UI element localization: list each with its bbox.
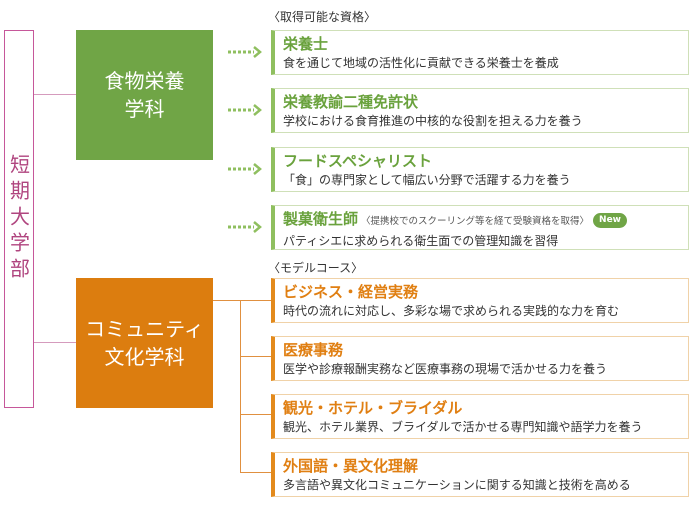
root-connector-food — [34, 94, 76, 95]
food-section-heading: 〈取得可能な資格〉 — [268, 10, 377, 24]
card-title: 医療事務 — [283, 341, 344, 359]
card-title: 観光・ホテル・ブライダル — [283, 399, 463, 417]
course-card-medical-office: 医療事務 医学や診療報酬実務など医療事務の現場で活かせる力を養う — [271, 336, 689, 381]
card-title: 栄養士 — [283, 35, 329, 53]
card-description: 「食」の専門家として幅広い分野で活躍する力を養う — [283, 173, 571, 187]
card-title-row: 製菓衛生師〈提携校でのスクーリング等を経て受験資格を取得〉New — [283, 209, 688, 232]
dept-food-label-line2: 学科 — [124, 97, 165, 121]
card-title: フードスペシャリスト — [283, 152, 432, 170]
card-description: 食を通じて地域の活性化に貢献できる栄養士を養成 — [283, 56, 559, 70]
arrow-icon — [228, 104, 262, 116]
card-description: 医学や診療報酬実務など医療事務の現場で活かせる力を養う — [283, 362, 608, 376]
dept-community-culture: コミュニティ 文化学科 — [76, 278, 213, 408]
junior-college-label: 短期大学部 — [6, 154, 31, 284]
dept-comm-label-line2: 文化学科 — [104, 345, 185, 369]
course-connector — [213, 300, 271, 301]
card-title: 栄養教諭二種免許状 — [283, 93, 419, 111]
dept-food-label-line1: 食物栄養 — [104, 69, 185, 93]
card-title: 製菓衛生師 — [283, 210, 359, 228]
card-description: 学校における食育推進の中核的な役割を担える力を養う — [283, 114, 583, 128]
card-description: パティシエに求められる衛生面での管理知識を習得 — [283, 234, 559, 248]
root-connector-community — [34, 342, 76, 343]
course-card-business: ビジネス・経営実務 時代の流れに対応し、多彩な場で求められる実践的な力を育む — [271, 278, 689, 323]
qualification-card-confectionery: 製菓衛生師〈提携校でのスクーリング等を経て受験資格を取得〉New パティシエに求… — [271, 205, 689, 250]
qualification-card-nutrition-teacher: 栄養教諭二種免許状 学校における食育推進の中核的な役割を担える力を養う — [271, 88, 689, 133]
dept-comm-label-line1: コミュニティ — [85, 317, 204, 341]
qualification-card-food-specialist: フードスペシャリスト 「食」の専門家として幅広い分野で活躍する力を養う — [271, 147, 689, 192]
card-title: ビジネス・経営実務 — [283, 283, 419, 301]
arrow-icon — [228, 46, 262, 58]
dept-food-nutrition: 食物栄養 学科 — [76, 30, 213, 160]
course-card-foreign-language: 外国語・異文化理解 多言語や異文化コミュニケーションに関する知識と技術を高める — [271, 452, 689, 497]
course-connector — [240, 472, 271, 473]
arrow-icon — [228, 163, 262, 175]
course-connector — [240, 356, 271, 357]
arrow-icon — [228, 221, 262, 233]
course-connector — [240, 414, 271, 415]
course-card-tourism: 観光・ホテル・ブライダル 観光、ホテル業界、ブライダルで活かせる専門知識や語学力… — [271, 394, 689, 439]
new-badge: New — [593, 213, 627, 228]
course-connector — [240, 300, 241, 472]
card-description: 時代の流れに対応し、多彩な場で求められる実践的な力を育む — [283, 304, 620, 318]
card-title: 外国語・異文化理解 — [283, 457, 419, 475]
community-section-heading: 〈モデルコース〉 — [268, 261, 364, 275]
junior-college-box: 短期大学部 — [4, 30, 34, 408]
qualification-card-dietitian: 栄養士 食を通じて地域の活性化に貢献できる栄養士を養成 — [271, 30, 689, 75]
card-description: 多言語や異文化コミュニケーションに関する知識と技術を高める — [283, 478, 631, 492]
card-description: 観光、ホテル業界、ブライダルで活かせる専門知識や語学力を養う — [283, 420, 643, 434]
card-note: 〈提携校でのスクーリング等を経て受験資格を取得〉 — [361, 216, 590, 227]
